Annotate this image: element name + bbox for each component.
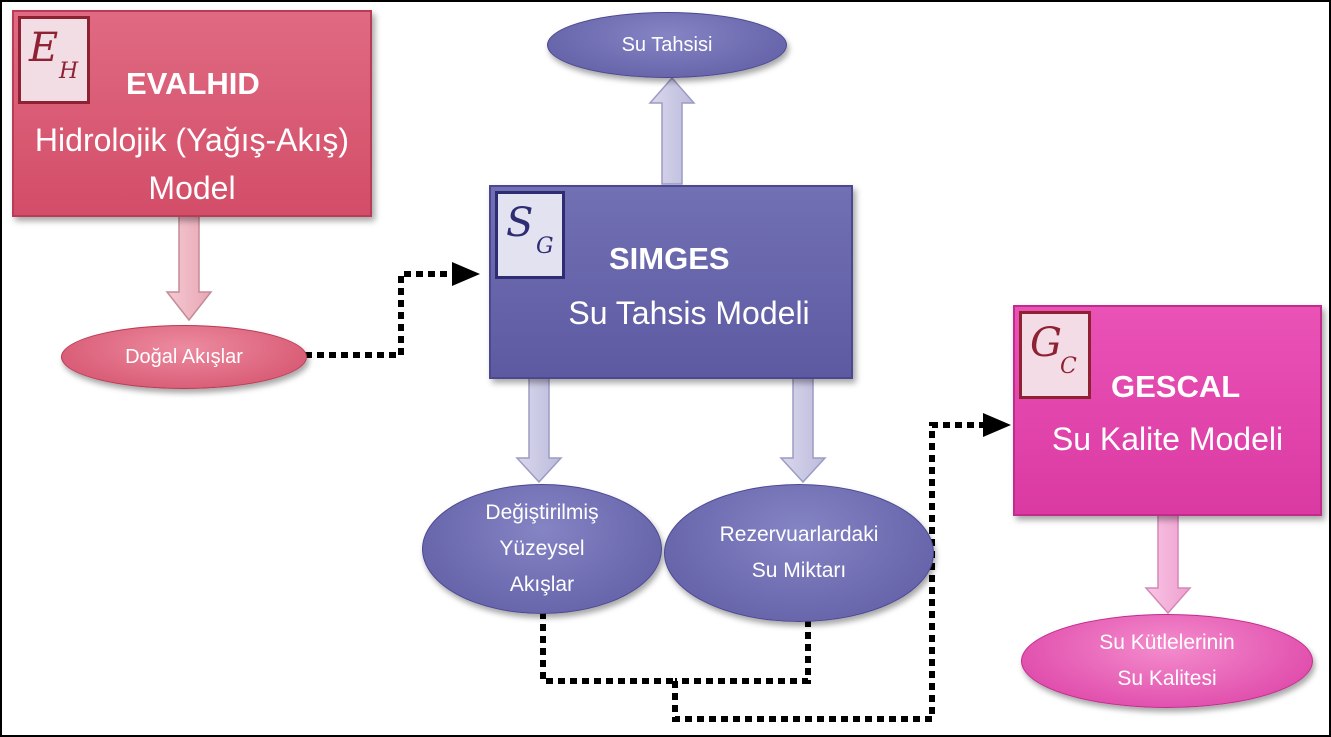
simges-box: S G SIMGES Su Tahsis Modeli <box>489 185 853 379</box>
gescal-title: GESCAL <box>1111 369 1241 404</box>
arrow-simges-to-tahsisi <box>648 76 696 185</box>
simges-title: SIMGES <box>609 241 730 276</box>
evalhid-title: EVALHID <box>126 66 260 101</box>
gescal-logo-subscript: C <box>1060 354 1077 379</box>
simges-logo-subscript: G <box>536 234 554 259</box>
degistirilmis-label-1: Değiştirilmiş <box>485 501 599 524</box>
arrow-gescal-to-kalite <box>1144 511 1192 615</box>
gescal-logo: G C <box>1019 311 1091 399</box>
arrowhead-simges <box>452 262 480 286</box>
simges-logo-letter: S <box>506 200 534 246</box>
dotted-dogal-to-simges <box>305 271 455 358</box>
su-tahsisi-label: Su Tahsisi <box>621 33 713 56</box>
evalhid-box: E H EVALHID Hidrolojik (Yağış-Akış) Mode… <box>12 10 372 217</box>
dotted-rezervuar-down <box>675 620 811 684</box>
evalhid-logo-letter: E <box>29 25 59 71</box>
arrow-simges-to-rezervuar <box>779 376 827 484</box>
simges-logo: S G <box>495 191 565 279</box>
rezervuar-label-1: Rezervuarlardaki <box>719 523 879 546</box>
rezervuar-ellipse: Rezervuarlardaki Su Miktarı <box>664 484 934 622</box>
simges-line1: Su Tahsis Modeli <box>568 295 810 331</box>
dogal-akislar-ellipse: Doğal Akışlar <box>61 325 307 389</box>
su-kalitesi-label-1: Su Kütlelerinin <box>1099 631 1235 654</box>
evalhid-logo: E H <box>18 16 90 104</box>
arrowhead-gescal <box>983 413 1011 437</box>
dotted-degistirilmis-down <box>540 612 675 684</box>
evalhid-line1: Hidrolojik (Yağış-Akış) <box>34 122 350 158</box>
degistirilmis-ellipse: Değiştirilmiş Yüzeysel Akışlar <box>422 484 662 614</box>
rezervuar-label-2: Su Miktarı <box>751 559 847 582</box>
degistirilmis-label-3: Akışlar <box>509 573 575 596</box>
su-kalitesi-ellipse: Su Kütlelerinin Su Kalitesi <box>1021 614 1313 708</box>
evalhid-line2: Model <box>148 170 236 206</box>
su-kalitesi-label-2: Su Kalitesi <box>1117 667 1217 690</box>
arrow-simges-to-degistirilmis <box>515 376 563 484</box>
gescal-box: G C GESCAL Su Kalite Modeli <box>1013 305 1322 516</box>
arrow-evalhid-to-dogal <box>165 215 213 322</box>
gescal-logo-letter: G <box>1030 320 1062 366</box>
dotted-to-gescal <box>672 422 986 722</box>
dogal-akislar-label: Doğal Akışlar <box>125 345 243 368</box>
evalhid-logo-subscript: H <box>59 59 79 84</box>
degistirilmis-label-2: Yüzeysel <box>499 537 585 560</box>
su-tahsisi-ellipse: Su Tahsisi <box>547 12 787 78</box>
gescal-line1: Su Kalite Modeli <box>1051 421 1284 457</box>
